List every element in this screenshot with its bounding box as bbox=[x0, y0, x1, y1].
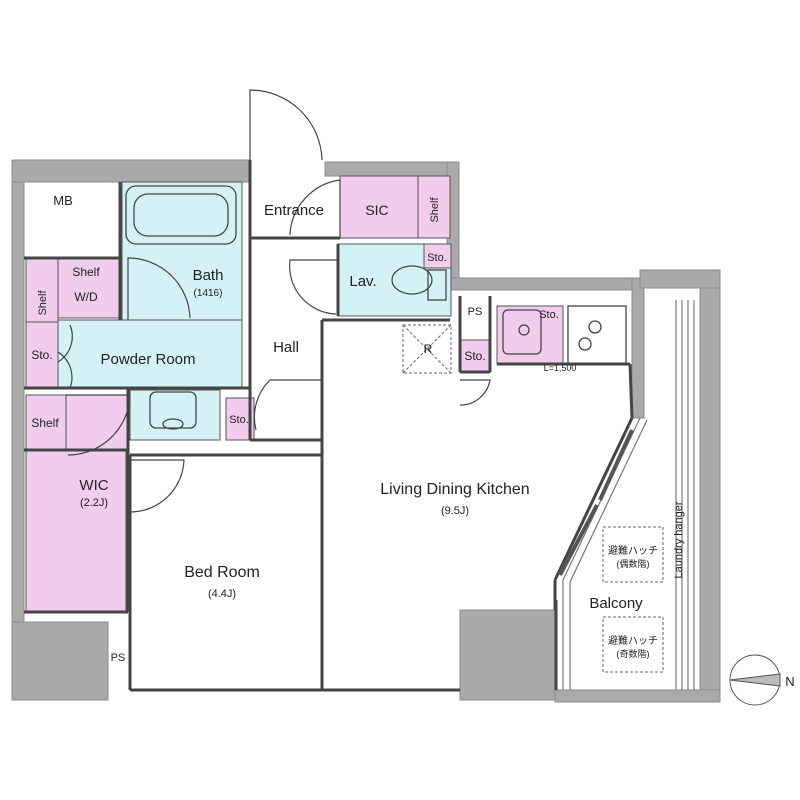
label-ldk: Living Dining Kitchen bbox=[380, 481, 529, 498]
evacuation-hatches bbox=[602, 526, 664, 673]
toilet bbox=[391, 265, 447, 301]
label-powder-room: Powder Room bbox=[100, 351, 195, 368]
room-labels: MB Entrance SIC Shelf Lav. Sto. Bath (14… bbox=[31, 193, 794, 689]
label-shelf-top: Shelf bbox=[72, 265, 100, 279]
kitchen-fixtures bbox=[502, 305, 627, 365]
label-sic: SIC bbox=[365, 202, 388, 218]
label-wd: W/D bbox=[74, 290, 98, 304]
label-sto-left: Sto. bbox=[31, 348, 52, 362]
compass-icon bbox=[729, 654, 781, 706]
label-ps-bottom: PS bbox=[111, 652, 126, 664]
label-hatch1-b: (偶数階) bbox=[617, 558, 650, 569]
vanity-sink bbox=[149, 391, 197, 430]
label-hatch1-a: 避難ハッチ bbox=[608, 544, 658, 557]
label-wic-size: (2.2J) bbox=[80, 497, 108, 509]
label-wic-shelf: Shelf bbox=[31, 416, 59, 430]
label-lav-sto: Sto. bbox=[427, 252, 447, 264]
label-sic-shelf: Shelf bbox=[429, 197, 441, 223]
label-shelf-left: Shelf bbox=[37, 290, 49, 316]
label-sto-hall: Sto. bbox=[229, 414, 249, 426]
label-north: N bbox=[785, 674, 794, 689]
label-mb: MB bbox=[53, 193, 73, 208]
interior-walls bbox=[24, 160, 634, 692]
label-bed-room: Bed Room bbox=[184, 564, 260, 581]
refrigerator-space bbox=[402, 324, 452, 374]
label-entrance: Entrance bbox=[264, 202, 324, 219]
label-bed-size: (4.4J) bbox=[208, 588, 236, 600]
label-hall: Hall bbox=[273, 339, 299, 356]
label-refrigerator: R bbox=[424, 342, 433, 356]
sliding-doors bbox=[558, 429, 634, 576]
label-hatch2-b: (奇数階) bbox=[617, 648, 650, 659]
label-ldk-size: (9.5J) bbox=[441, 505, 469, 517]
label-sto-center: Sto. bbox=[464, 349, 485, 363]
balcony-rails bbox=[562, 300, 695, 690]
label-kitchen-length: L=1,500 bbox=[544, 363, 577, 373]
doors bbox=[57, 89, 491, 513]
bathtub bbox=[125, 185, 237, 245]
label-ps-top: PS bbox=[468, 306, 483, 318]
label-wic: WIC bbox=[79, 477, 108, 494]
label-bath: Bath bbox=[193, 267, 224, 284]
label-hatch2-a: 避難ハッチ bbox=[608, 634, 658, 647]
exterior-walls bbox=[11, 159, 721, 703]
label-lav: Lav. bbox=[349, 273, 376, 290]
label-bath-size: (1416) bbox=[194, 288, 223, 299]
label-laundry: Laundry hanger bbox=[673, 501, 685, 578]
storage-areas bbox=[25, 175, 564, 613]
label-kitchen-sto: Sto. bbox=[539, 309, 559, 321]
label-balcony: Balcony bbox=[589, 595, 643, 612]
